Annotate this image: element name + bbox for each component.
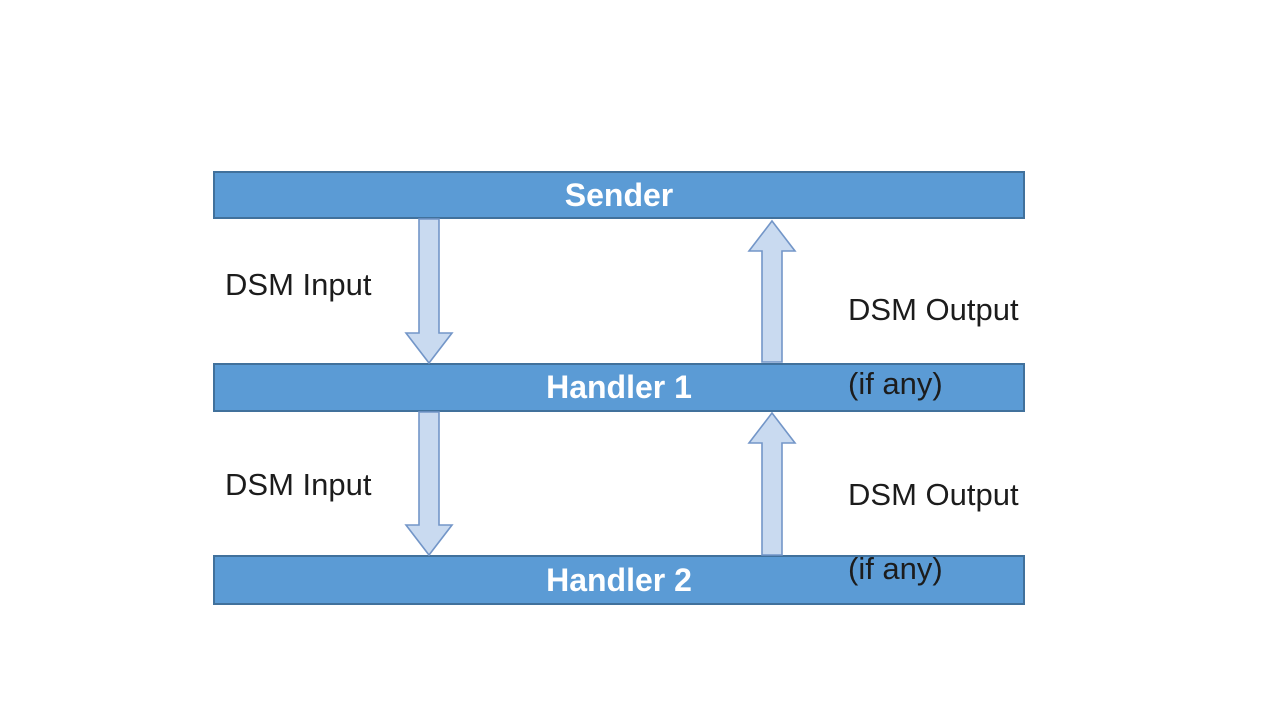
edge-label-dsm-input-2: DSM Input (225, 467, 372, 502)
node-handler-1-label: Handler 1 (546, 369, 692, 405)
edge-label-dsm-input-1: DSM Input (225, 267, 372, 302)
node-handler-1: Handler 1 (213, 363, 1025, 412)
arrow-down-handler1-to-handler2 (404, 411, 454, 557)
node-handler-2: Handler 2 (213, 555, 1025, 605)
node-handler-2-label: Handler 2 (546, 561, 692, 598)
node-sender-label: Sender (564, 176, 674, 213)
edge-label-dsm-output-1-line1: DSM Output (848, 292, 1019, 327)
edge-label-dsm-output-2-line1: DSM Output (848, 477, 1019, 512)
edge-label-dsm-output-2-line2: (if any) (848, 551, 943, 586)
arrow-up-handler1-to-sender (747, 219, 797, 363)
edge-label-dsm-output-1: DSM Output (if any) (848, 254, 1019, 439)
edge-label-dsm-output-2: DSM Output (if any) (848, 439, 1019, 624)
arrow-down-sender-to-handler1 (404, 218, 454, 365)
node-sender: Sender (213, 171, 1025, 219)
edge-label-dsm-output-1-line2: (if any) (848, 366, 943, 401)
arrow-up-handler2-to-handler1 (747, 411, 797, 556)
